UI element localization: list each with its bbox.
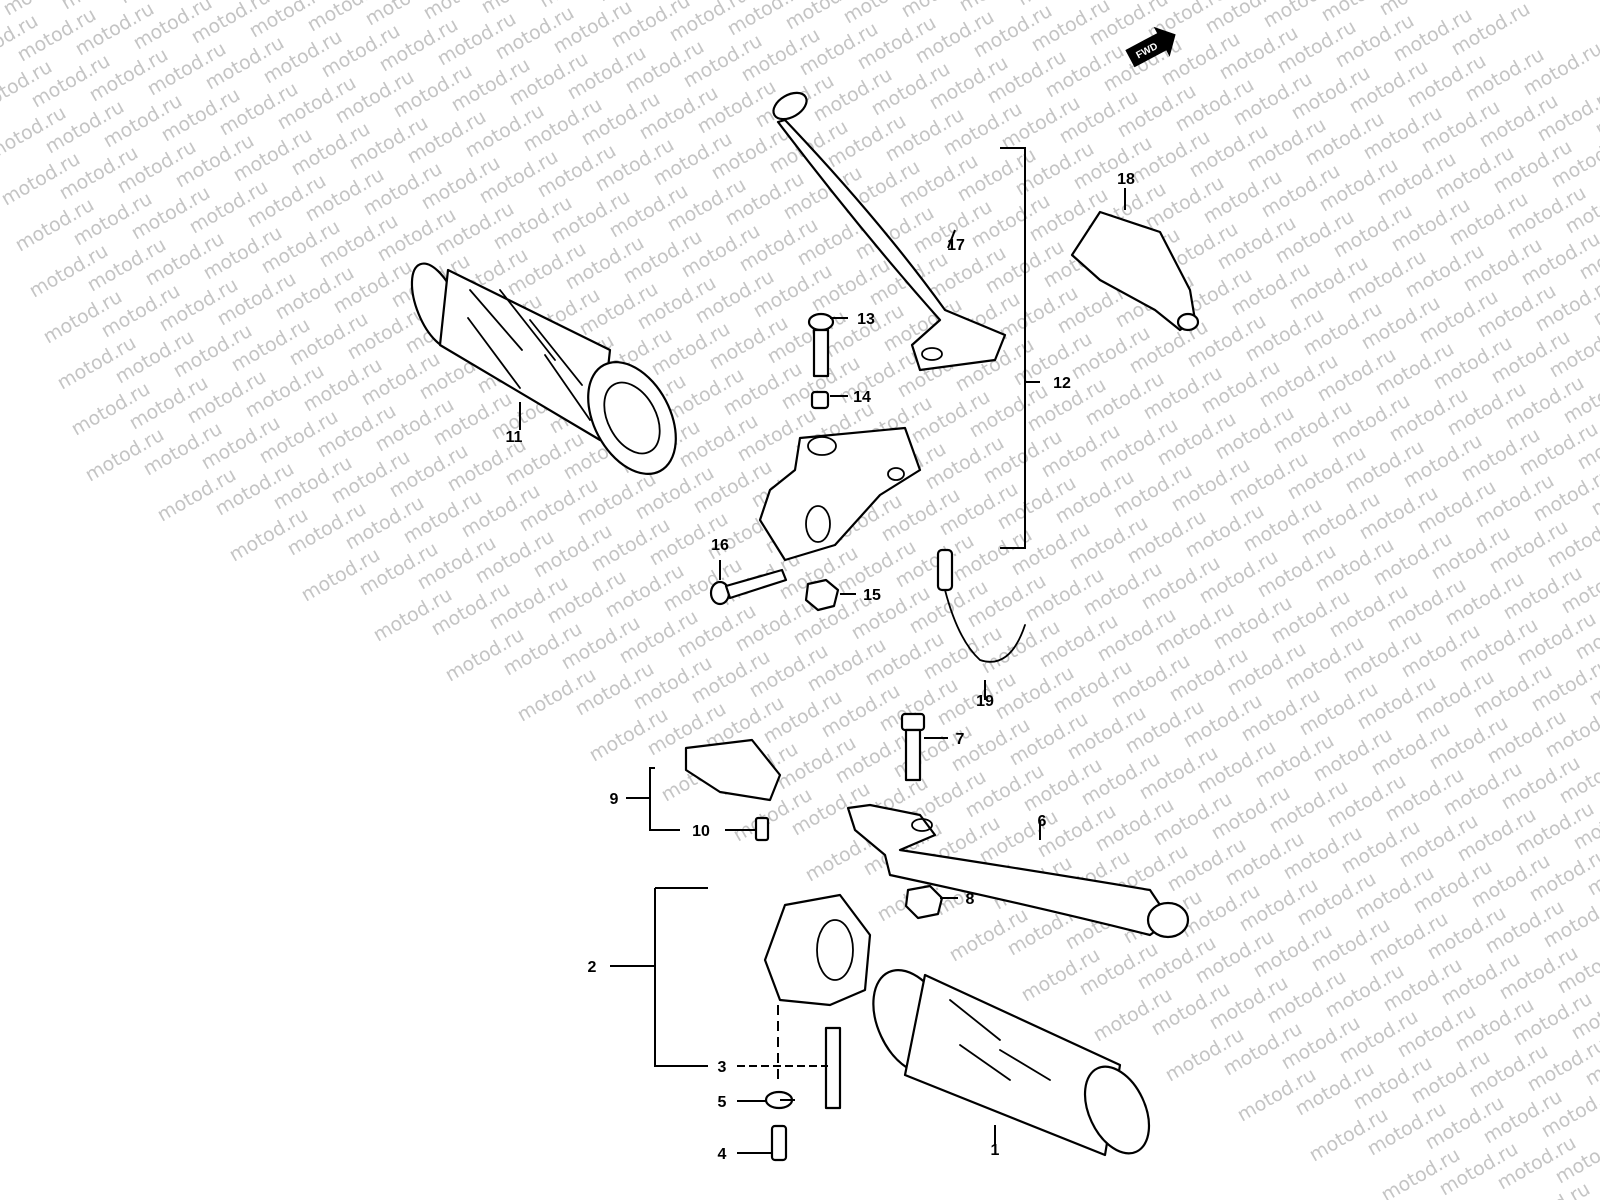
- callout-13: 13: [857, 311, 875, 328]
- callout-10: 10: [692, 823, 710, 840]
- callout-16: 16: [711, 537, 729, 554]
- nut-15: [804, 578, 840, 612]
- bolt-7: [900, 712, 926, 782]
- nut-8: [904, 884, 944, 920]
- callout-labels: 1 2 3 4 5 6 7 8 9 10 11 12 13 14 15 16 1…: [506, 171, 1135, 1163]
- callout-12: 12: [1053, 375, 1071, 392]
- fwd-badge: FWD: [1125, 26, 1176, 68]
- switch-19: [936, 548, 1026, 663]
- screw-13: [807, 312, 835, 378]
- callout-5: 5: [718, 1094, 727, 1111]
- grip-right: [872, 969, 1151, 1157]
- throttle-housing: [763, 893, 872, 1007]
- callout-14: 14: [853, 389, 871, 406]
- callout-1: 1: [991, 1142, 1000, 1159]
- screw-10: [754, 816, 770, 842]
- switch-9: [684, 738, 782, 802]
- callout-19: 19: [976, 693, 994, 710]
- lever-holder: [758, 426, 922, 562]
- callout-6: 6: [1038, 813, 1047, 830]
- bolt-16: [709, 568, 788, 606]
- collar-14: [810, 390, 830, 410]
- callout-3: 3: [718, 1059, 727, 1076]
- leader-lines: [519, 147, 1126, 1154]
- callout-17: 17: [947, 237, 965, 254]
- callout-4: 4: [718, 1146, 727, 1163]
- callout-9: 9: [610, 791, 619, 808]
- clutch-lever: [772, 91, 1007, 372]
- grip-left: [410, 262, 677, 475]
- callout-8: 8: [966, 891, 975, 908]
- callout-7: 7: [956, 731, 965, 748]
- callout-2: 2: [588, 959, 597, 976]
- lever-boot: [1070, 210, 1200, 332]
- screw-3: [824, 1026, 842, 1110]
- callout-11: 11: [506, 429, 523, 446]
- brake-lever: [846, 803, 1190, 939]
- screw-4: [770, 1124, 788, 1162]
- callout-18: 18: [1117, 171, 1135, 188]
- callout-15: 15: [863, 587, 881, 604]
